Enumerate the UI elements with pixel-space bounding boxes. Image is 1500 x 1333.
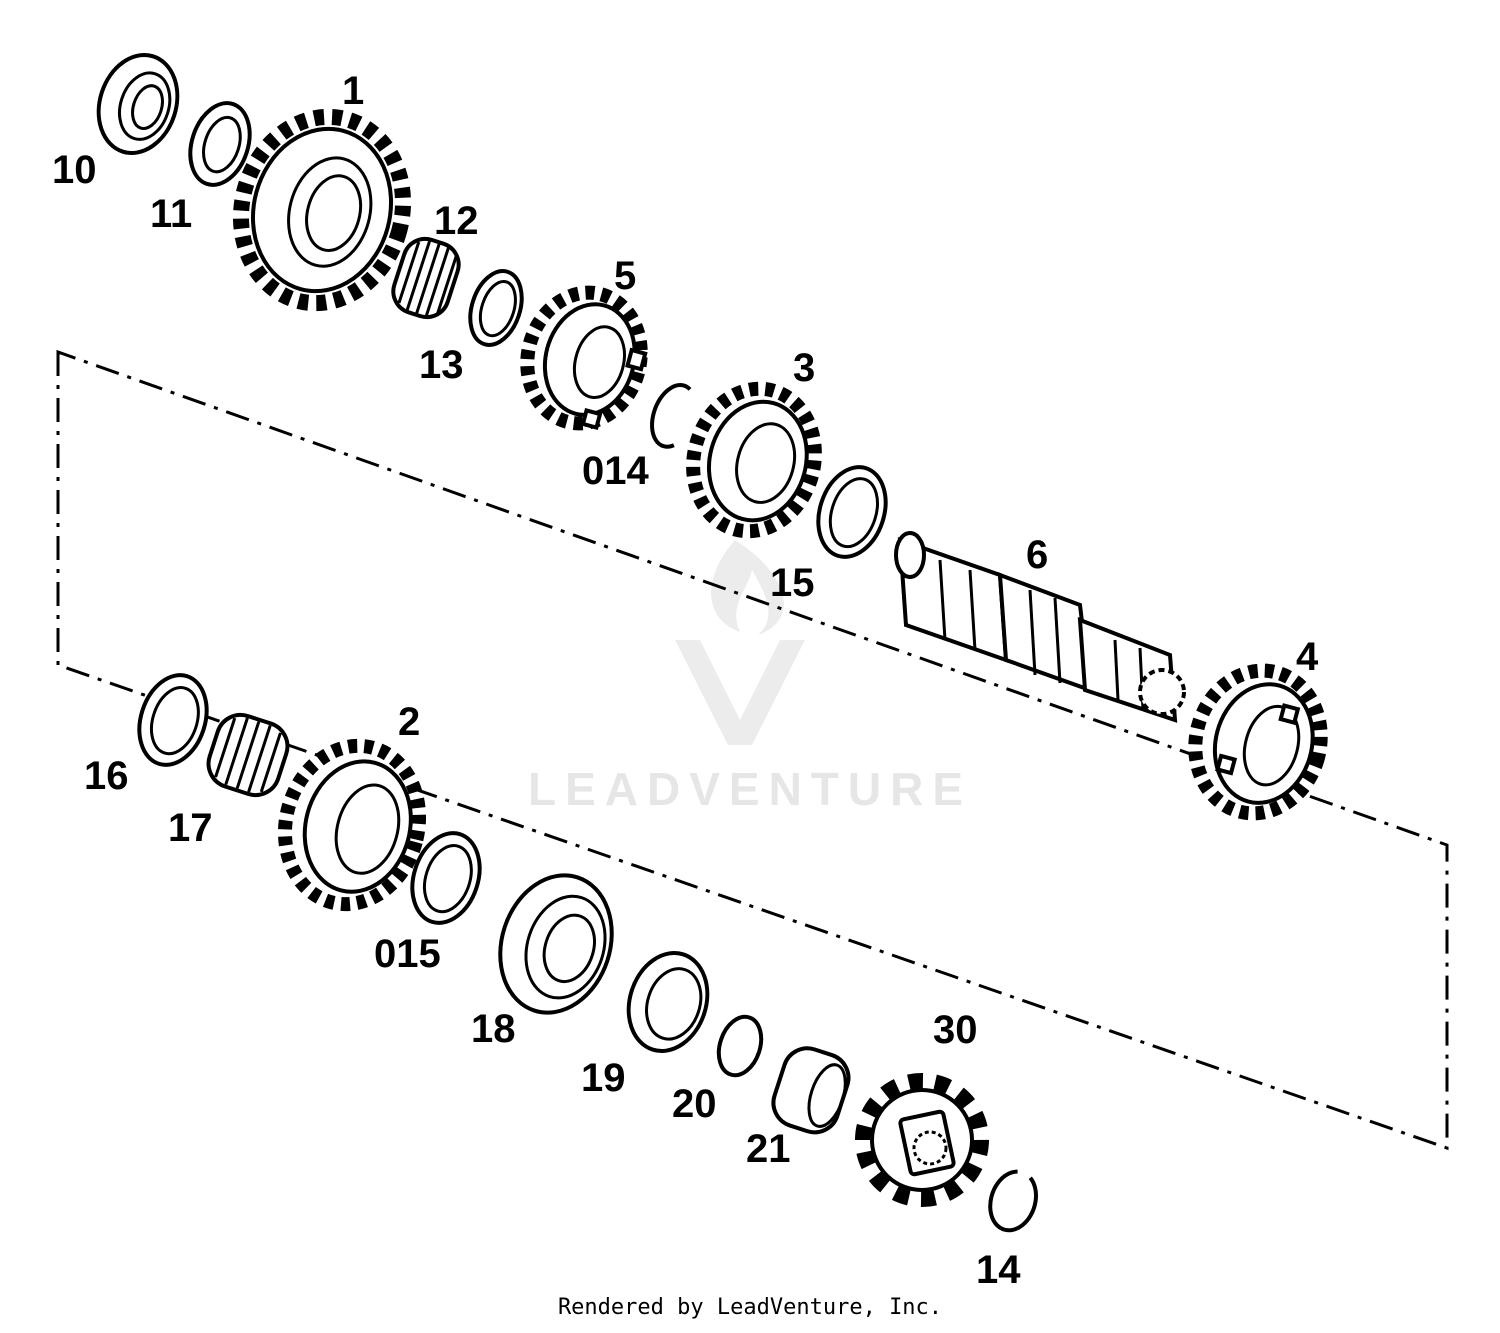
part-18-bearing	[498, 873, 614, 1015]
callout-1: 1	[342, 69, 364, 113]
callout-18: 18	[471, 1007, 516, 1051]
callout-5: 5	[614, 254, 636, 298]
callout-4: 4	[1296, 635, 1319, 679]
part-13-washer	[468, 269, 524, 347]
part-20-o-ring	[716, 1014, 764, 1078]
part-12-needle-bearing	[391, 236, 461, 320]
part-17-needle-bearing	[206, 712, 290, 798]
callout-11: 11	[150, 192, 192, 236]
part-015-washer	[410, 831, 482, 925]
part-6-shaft	[894, 531, 1186, 723]
callout-2: 2	[398, 700, 420, 744]
part-11-washer	[188, 101, 252, 187]
callout-10: 10	[52, 148, 97, 192]
watermark-text: LEADVENTURE	[528, 763, 972, 815]
callout-015: 015	[374, 932, 441, 976]
part-15-washer	[816, 465, 888, 559]
part-21-spacer	[771, 1046, 851, 1135]
callout-17: 17	[168, 806, 213, 850]
assembly-outline	[56, 349, 1449, 1151]
watermark: LEADVENTURE	[528, 540, 972, 815]
callout-014: 014	[582, 449, 649, 493]
callout-30: 30	[933, 1008, 978, 1052]
callout-3: 3	[793, 346, 815, 390]
callout-16: 16	[84, 754, 129, 798]
callout-labels: 1 10 11 12 5 13 3 014 6 15 4 2 16 17 015…	[52, 69, 1319, 1292]
callout-13: 13	[419, 343, 464, 387]
callout-21: 21	[746, 1127, 791, 1171]
part-2-gear	[277, 738, 427, 912]
callout-15: 15	[770, 561, 815, 605]
callout-14: 14	[976, 1248, 1021, 1292]
dash-dot-outline	[56, 349, 1449, 1151]
callout-20: 20	[672, 1082, 717, 1126]
callout-19: 19	[581, 1056, 626, 1100]
leadventure-flame-logo	[675, 540, 805, 745]
part-014-snap-ring	[650, 383, 692, 449]
footer-credit: Rendered by LeadVenture, Inc.	[557, 1295, 943, 1320]
callout-12: 12	[434, 199, 479, 243]
callout-6: 6	[1026, 533, 1048, 577]
part-5-sliding-gear	[520, 285, 648, 431]
part-10-bearing	[96, 53, 180, 155]
part-16-washer	[137, 673, 209, 767]
part-14-snap-ring	[988, 1169, 1038, 1233]
part-30-sprocket	[855, 1073, 989, 1207]
part-1-gear	[232, 108, 412, 312]
part-3-gear	[686, 381, 822, 539]
part-4-sliding-gear	[1188, 663, 1328, 821]
part-19-seal	[626, 951, 710, 1053]
